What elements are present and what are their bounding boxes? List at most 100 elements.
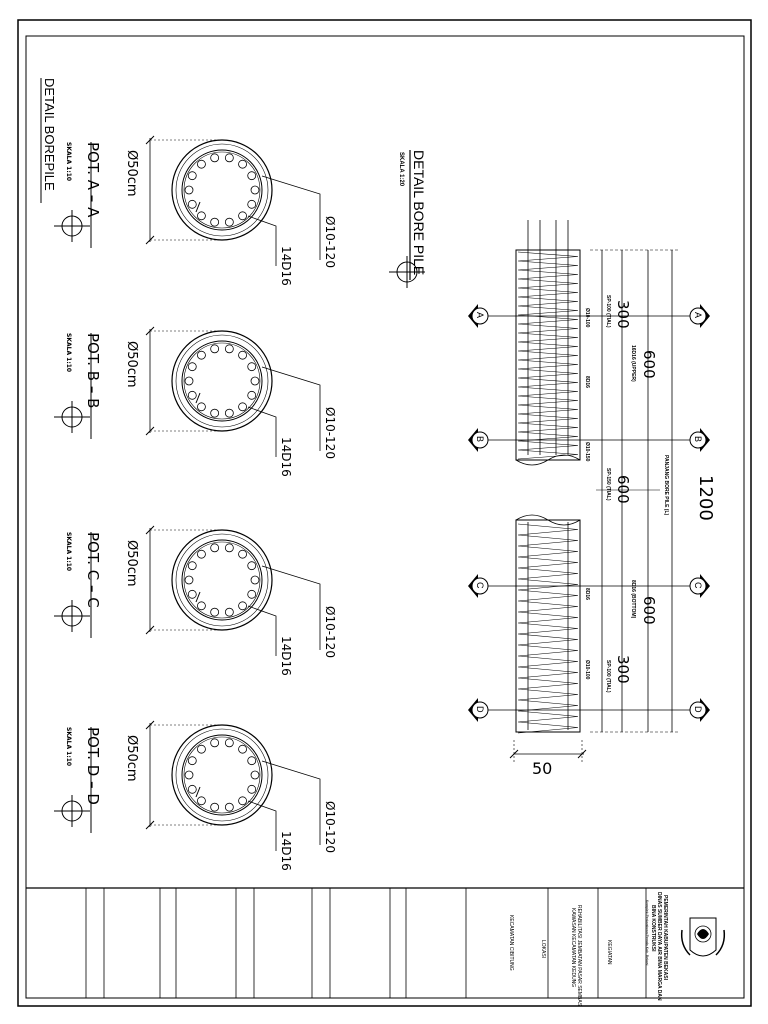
section-scale: SKALA 1:10 (65, 142, 72, 181)
svg-text:DETAIL BOREPILE: DETAIL BOREPILE (42, 78, 57, 191)
rebar-bar (187, 362, 197, 372)
rebar-bar (197, 796, 206, 806)
section-scale: SKALA 1:10 (65, 333, 72, 372)
rebar-bar (238, 549, 247, 559)
cut-marker-label: D (475, 706, 485, 713)
rebar-bar (247, 199, 257, 209)
rebar-bar (187, 784, 197, 794)
rebar-bar (224, 802, 234, 812)
rebar-bar (250, 376, 260, 386)
rebar-bar (187, 390, 197, 400)
drawing-title-elevation: DETAIL BORE PILE SKALA 1:20 (398, 150, 427, 280)
rebar-bar (197, 744, 206, 754)
rebar-bar (197, 211, 206, 221)
section-stirrup-label: Ø10-120 (323, 801, 337, 853)
dim-seg-mid-note: SP-150 (TIAL) (605, 468, 611, 501)
rebar-bar (247, 362, 257, 372)
dim-lower-note: 8D16 (BOTTOM) (630, 580, 636, 619)
section-title: POT. B – B (84, 333, 102, 408)
address-line: Komplek Perkantoran Pemda Kab. Bekasi (645, 900, 649, 966)
cut-marker-label: B (475, 436, 485, 442)
dim-seg-top: 300 (614, 300, 632, 329)
rebar-bar (187, 756, 197, 766)
cut-marker-label: A (693, 312, 703, 318)
rebar-bar (247, 171, 257, 181)
rebar-bar (247, 756, 257, 766)
rebar-label-4: 8D16 (584, 588, 590, 600)
rebar-bar (210, 217, 220, 227)
rebar-bar (184, 376, 194, 386)
agency-line-1: PEMERINTAH KABUPATEN BEKASI (662, 895, 668, 981)
rebar-bar (224, 344, 234, 354)
rebar-label-1: Ø10-100 (584, 308, 590, 328)
sheet-title: DETAIL BOREPILE (40, 78, 57, 203)
section-diameter-label: Ø50cm (124, 150, 139, 197)
rebar-bar (197, 159, 206, 169)
rebar-bar (238, 159, 247, 169)
rebar-bar (187, 199, 197, 209)
section-scale: SKALA 1:10 (65, 727, 72, 766)
dim-seg-top-note: SP-100 (TIAL) (605, 295, 611, 328)
section-diameter-label: Ø50cm (124, 341, 139, 388)
rebar-bar (224, 217, 234, 227)
spiral-stirrup (517, 523, 579, 734)
rebar-bar (224, 153, 234, 163)
rebar-bar (197, 350, 206, 360)
rebar-bar (250, 575, 260, 585)
agency-line-2: DINAS SUMBER DAYA AIR BINA MARGA DAN (656, 892, 662, 1001)
rebar-bar (247, 589, 257, 599)
rebar-bar (224, 408, 234, 418)
dim-width: 50 (532, 759, 552, 778)
dim-upper: 600 (640, 350, 658, 379)
section-main-bars-label: 14D16 (279, 246, 293, 286)
rebar-bar (187, 561, 197, 571)
outer-border (17, 19, 752, 1007)
section-diameter-label: Ø50cm (124, 540, 139, 587)
rebar-bar (238, 350, 247, 360)
rebar-bar (224, 607, 234, 617)
agency-line-3: BINA KONSTRUKSI (650, 905, 656, 952)
reference-symbol-elevation (389, 256, 425, 288)
kegiatan-value: REHABILITASI JEMBATAN PASAR SEMBAS (576, 905, 582, 1007)
rebar-bar (247, 784, 257, 794)
section-scale: SKALA 1:10 (65, 532, 72, 571)
cut-marker-label: B (693, 436, 703, 442)
rebar-label-3: Ø10-150 (584, 442, 590, 462)
rebar-bar (247, 561, 257, 571)
inner-border (25, 35, 745, 999)
rebar-label-2: 8D16 (584, 376, 590, 388)
rebar-bar (250, 185, 260, 195)
rebar-bar (210, 802, 220, 812)
dim-seg-bot: 300 (614, 655, 632, 684)
rebar-bar (250, 770, 260, 780)
rebar-bar (184, 185, 194, 195)
svg-text:DETAIL BORE PILE: DETAIL BORE PILE (411, 150, 427, 275)
section-main-bars-label: 14D16 (279, 437, 293, 477)
dim-lower: 600 (640, 596, 658, 625)
cut-marker-label: C (693, 582, 703, 589)
cut-marker-label: D (693, 706, 703, 713)
dim-total-note: PANJANG BORE PILE (L) (663, 455, 669, 516)
rebar-bar (197, 601, 206, 611)
section-stirrup-label: Ø10-120 (323, 407, 337, 459)
svg-text:SKALA 1:20: SKALA 1:20 (398, 152, 404, 187)
rebar-label-5: Ø10-100 (584, 660, 590, 680)
rebar-bar (187, 589, 197, 599)
rebar-bar (224, 543, 234, 553)
rebar-bar (238, 211, 247, 221)
rebar-bar (210, 408, 220, 418)
section-diameter-label: Ø50cm (124, 735, 139, 782)
section-stirrup-label: Ø10-120 (323, 606, 337, 658)
section-title: POT. D – D (84, 727, 102, 805)
rebar-bar (210, 153, 220, 163)
rebar-bar (238, 601, 247, 611)
lokasi-value: KECAMATAN CIBITUNG (508, 915, 514, 971)
spiral-stirrup (517, 251, 579, 460)
